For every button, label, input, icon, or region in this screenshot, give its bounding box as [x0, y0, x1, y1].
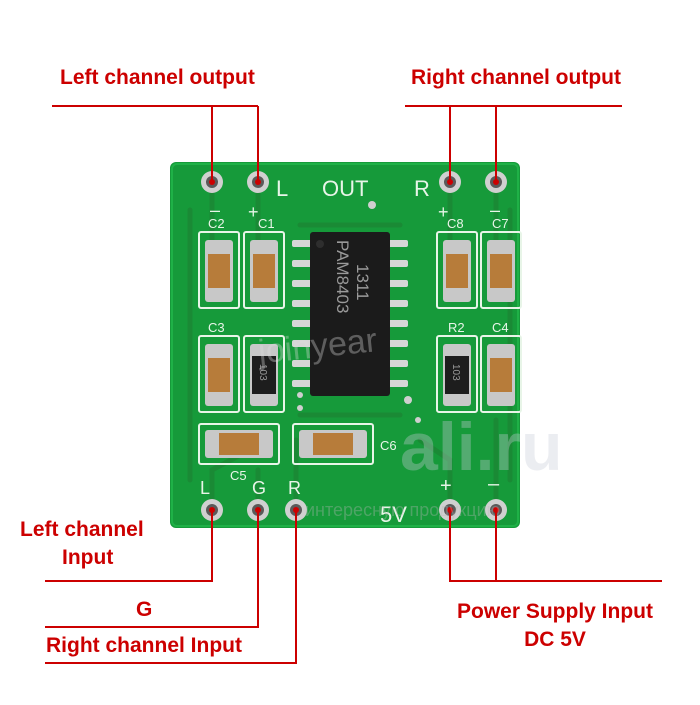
line-right-input	[45, 510, 297, 664]
silk-plus-left: +	[248, 202, 259, 222]
silk-in-r: R	[288, 478, 301, 498]
resistor-left: 103	[250, 344, 278, 406]
silk-in-l: L	[200, 478, 210, 498]
pcb-vias	[297, 201, 421, 423]
silk-plus-supply: +	[440, 475, 452, 497]
callout-lines	[45, 105, 662, 664]
silk-minus-supply: –	[488, 473, 500, 495]
watermark-tagline: интересную продукцию	[305, 500, 500, 520]
resistor-r2: 103	[443, 344, 471, 406]
silk-minus-left-top: –	[210, 200, 220, 220]
silk-r2: R2	[448, 320, 465, 335]
silk-out-r: R	[414, 176, 430, 201]
line-ground	[45, 510, 259, 628]
silk-c7: C7	[492, 216, 509, 231]
ic-chip: PAM8403 1311	[292, 232, 408, 396]
label-left-channel-output: Left channel output	[60, 66, 255, 89]
silk-supply: 5V	[380, 502, 407, 527]
capacitor-c3	[205, 344, 233, 406]
capacitor-c8	[443, 240, 471, 302]
silk-plus-right: +	[438, 202, 449, 222]
label-power-supply-input: Power Supply Input	[456, 600, 653, 623]
resistor-r2-code: 103	[450, 364, 461, 381]
silk-c8: C8	[447, 216, 464, 231]
capacitor-c1	[250, 240, 278, 302]
label-power-supply-voltage: DC 5V	[524, 628, 586, 651]
silk-c5: C5	[230, 468, 247, 483]
silk-out-l: L	[276, 176, 288, 201]
chip-marking-line2: 1311	[353, 264, 372, 301]
capacitor-c6	[299, 430, 367, 458]
capacitor-c7	[487, 240, 515, 302]
pad-right-input	[285, 499, 307, 521]
pcb-board-edge	[171, 163, 519, 527]
label-right-channel-output: Right channel output	[411, 66, 621, 89]
label-right-channel-input: Right channel Input	[46, 634, 242, 657]
resistor-left-code: 103	[257, 364, 268, 381]
capacitor-c4	[487, 344, 515, 406]
watermark-site: ali.ru	[400, 409, 563, 485]
label-ground: G	[136, 598, 153, 621]
line-left-output	[52, 105, 259, 182]
silk-c6: C6	[380, 438, 397, 453]
silk-c4: C4	[492, 320, 509, 335]
silk-minus-right-top: –	[490, 200, 500, 220]
ic-pins-left	[292, 240, 314, 387]
line-left-input	[45, 510, 213, 582]
silk-out: OUT	[322, 176, 368, 201]
chip-marking-line1: PAM8403	[333, 240, 352, 313]
silkscreen-outlines	[198, 231, 522, 465]
silkscreen-text: L OUT R C2 + C1 – + C8 – C7 C3 R2 C4 C5 …	[200, 176, 509, 527]
silk-c1: C1	[258, 216, 275, 231]
line-power	[449, 510, 662, 582]
capacitor-c5	[205, 430, 273, 458]
silk-c2: C2	[208, 216, 225, 231]
label-left-channel-input-line1: Left channel	[20, 518, 144, 541]
watermark: joinyear ali.ru интересную продукцию	[255, 321, 562, 520]
line-right-output	[405, 105, 622, 182]
capacitor-c2	[205, 240, 233, 302]
ic-pins-right	[386, 240, 408, 387]
silk-in-g: G	[252, 478, 266, 498]
label-left-channel-input-line2: Input	[62, 546, 114, 569]
silk-c3: C3	[208, 320, 225, 335]
